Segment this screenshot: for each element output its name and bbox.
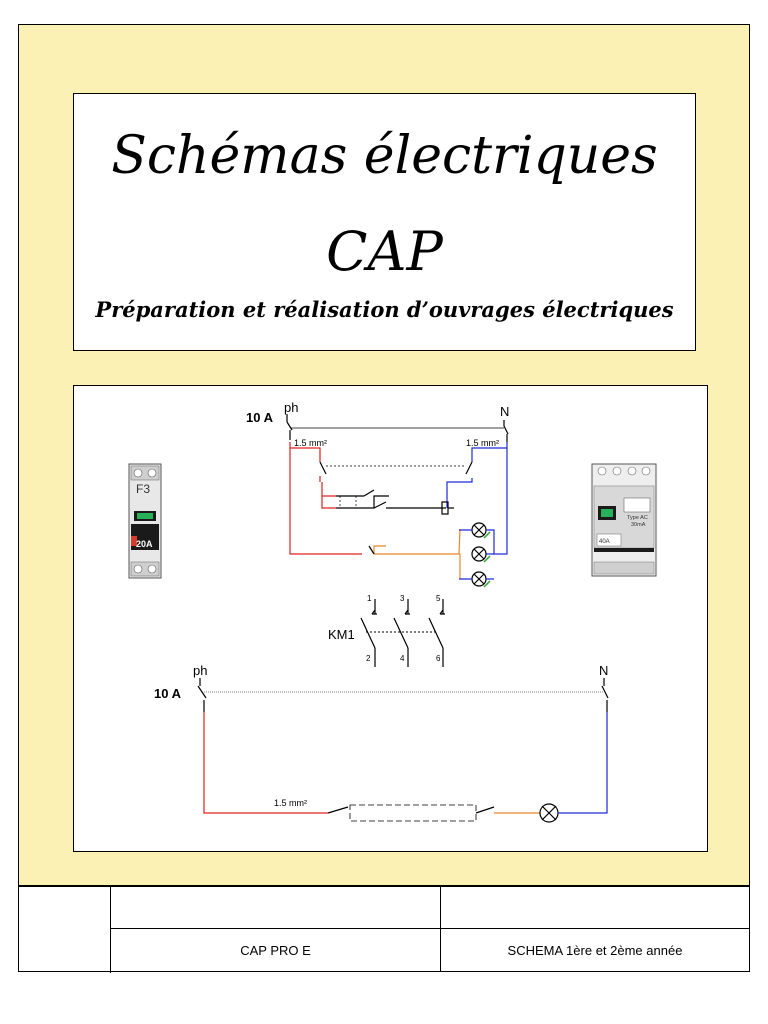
top-phase-bus	[319, 476, 336, 509]
top-neutral-switch	[503, 420, 509, 442]
return-switch	[368, 545, 375, 555]
top-neutral-coil	[446, 478, 473, 508]
top-neutral-to-switch	[471, 447, 507, 462]
bottom-load-element	[349, 804, 477, 822]
top-rating-label: 10 A	[246, 410, 274, 425]
footer-logo-cell	[19, 887, 111, 973]
wiring-diagram: 10 A ph N 1.5 mm² 1.5 mm²	[73, 385, 708, 852]
breaker-rating: 20A	[136, 539, 153, 549]
title-box: Schémas électriques CAP Préparation et r…	[73, 93, 696, 351]
differential-toggle	[601, 509, 613, 517]
contactor-label: KM1	[328, 627, 355, 642]
contactor-terminal-4: 4	[400, 654, 405, 663]
differential-switch: Type AC 30mA 40A	[591, 463, 657, 577]
bottom-rating-label: 10 A	[154, 686, 182, 701]
breaker-toggle	[137, 513, 153, 519]
lamp-group	[459, 522, 495, 588]
footer-description: SCHEMA 1ère et 2ème année	[507, 942, 683, 958]
bottom-section-label: 1.5 mm²	[274, 798, 307, 808]
contactor-km1: KM1 1 3 5 2 4 6	[328, 594, 445, 667]
top-phase-label: ph	[284, 400, 298, 415]
top-neutral-wire	[482, 442, 508, 555]
contactor-terminal-3: 3	[400, 594, 405, 603]
top-circuit: 10 A ph N 1.5 mm² 1.5 mm²	[246, 400, 509, 588]
footer-table: CAP PRO E SCHEMA 1ère et 2ème année	[18, 886, 750, 973]
contactor-terminal-5: 5	[436, 594, 441, 603]
breaker-label: F3	[136, 482, 150, 496]
top-section-left: 1.5 mm²	[294, 438, 327, 448]
differential-rating: 40A	[599, 539, 610, 545]
bottom-neutral-label: N	[599, 663, 608, 678]
bottom-switch-right	[475, 806, 495, 814]
page-title: Schémas électriques	[111, 126, 658, 186]
title-cap: CAP	[326, 220, 443, 283]
bottom-phase-label: ph	[193, 663, 207, 678]
bottom-switch-left	[327, 806, 349, 814]
return-wires	[373, 528, 461, 579]
contactor-terminal-6: 6	[436, 654, 441, 663]
footer-cell-r1c2	[441, 887, 749, 929]
footer-cell-r1c1	[111, 887, 441, 929]
differential-sensitivity: 30mA	[631, 522, 646, 528]
right-control-switch	[465, 461, 473, 475]
diagram-svg: 10 A ph N 1.5 mm² 1.5 mm²	[128, 400, 657, 823]
contactor-contacts	[336, 489, 446, 509]
differential-type: Type AC	[627, 515, 648, 521]
bottom-neutral-switch	[601, 678, 609, 712]
top-section-right: 1.5 mm²	[466, 438, 499, 448]
top-phase-switch	[286, 414, 293, 440]
contact-linkage	[339, 496, 357, 508]
top-neutral-label: N	[500, 404, 509, 419]
bottom-phase-wire	[203, 712, 328, 814]
page-subtitle: Préparation et réalisation d’ouvrages él…	[95, 297, 674, 322]
footer-course: CAP PRO E	[111, 929, 441, 971]
top-phase-to-switch	[290, 447, 321, 462]
bottom-phase-switch	[197, 678, 207, 712]
contactor-terminal-1: 1	[367, 594, 372, 603]
contactor-terminal-2: 2	[366, 654, 371, 663]
circuit-breaker-f3: F3 20A	[128, 463, 162, 579]
bottom-neutral-wire	[558, 712, 608, 814]
bottom-circuit: 10 A ph N 1.5 mm²	[154, 663, 609, 823]
left-control-switch	[319, 461, 327, 475]
top-phase-wire	[289, 442, 362, 555]
